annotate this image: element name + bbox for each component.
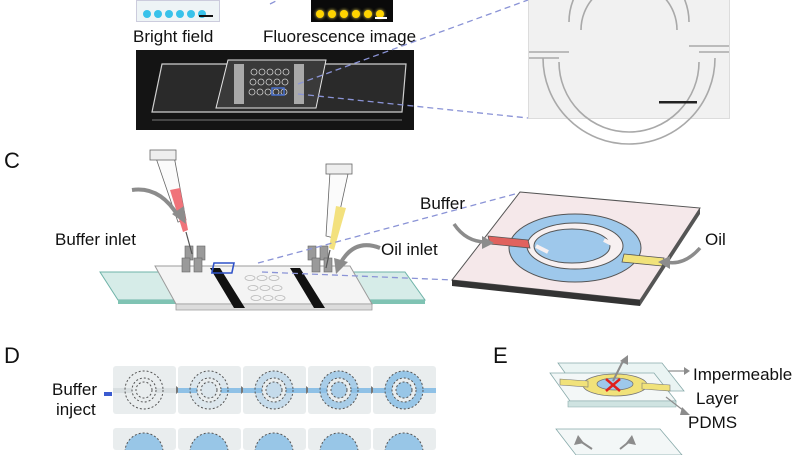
oil-inlet-label: Oil inlet [381,240,438,259]
panel-c-illustration [99,149,702,311]
pipette-yellow [325,163,353,269]
projection-lines-b [269,0,529,119]
time-lapse-frame [243,428,306,450]
oil-label: Oil [705,230,726,249]
impermeable-label-line1: Impermeable [693,365,793,384]
buffer-inject-label-line2: inject [56,400,96,419]
panel-e-letter: E [493,343,508,368]
time-lapse-frame [178,366,241,414]
pipette-red [149,149,193,255]
fluorescence-thumbnail [311,0,393,22]
zoom-micrograph [528,0,730,145]
time-lapse-frame [373,428,436,450]
ring-chamber-micrograph [529,0,729,145]
scale-bar [659,101,697,104]
chip-photo [136,50,414,130]
panel-e-illustration [549,355,690,455]
fluorescence-label: Fluorescence image [263,27,417,46]
time-lapse-frame [113,366,176,414]
buffer-label: Buffer [420,194,466,213]
bright-field-thumbnail [136,0,220,22]
panel-b: Bright field Fluorescence image [0,0,800,145]
time-lapse-frame [113,428,176,450]
bright-field-label: Bright field [133,27,214,46]
buffer-inlet-label: Buffer inlet [55,230,136,249]
pdms-label: PDMS [688,413,738,432]
buffer-inject-label-line1: Buffer [52,380,98,399]
scale-bar [199,15,213,17]
time-lapse-frame [373,366,436,414]
time-lapse-frame [178,428,241,450]
time-lapse-frame [308,428,371,450]
scale-bar [375,17,387,19]
time-lapse-frame [308,366,371,414]
panel-d-letter: D [4,343,20,368]
time-lapse-frame [243,366,306,414]
buffer-inject-arrow [104,392,112,396]
impermeable-label-line2: Layer [696,389,739,408]
panel-c-letter: C [4,148,20,173]
